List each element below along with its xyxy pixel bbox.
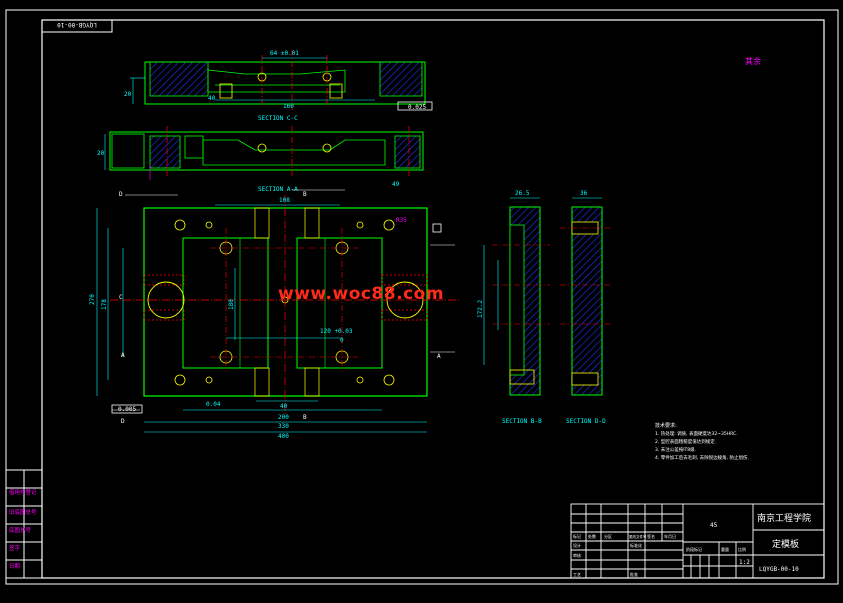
title-row-label-6: 年月日 xyxy=(664,533,676,539)
section-a-a-view xyxy=(104,126,424,180)
r35-annotation: R35 xyxy=(396,217,407,224)
section-d-d-label: SECTION D-D xyxy=(566,418,606,425)
left-strip-1: 借用件登记 xyxy=(9,488,37,496)
dim-160: 160 xyxy=(283,103,294,110)
title-approve: 批准 xyxy=(630,571,638,577)
dim-178: 178 xyxy=(101,299,108,310)
tech-notes-title: 技术要求: xyxy=(655,422,677,429)
plan-view xyxy=(96,189,460,433)
left-strip-3: 底图总号 xyxy=(9,526,32,534)
dim-64: 64 ±0.01 xyxy=(270,50,299,57)
dim-26: 26.5 xyxy=(515,190,530,197)
dim-flat: 0.005 xyxy=(118,406,136,413)
dim-400: 400 xyxy=(278,433,289,440)
section-a-marker-right: A xyxy=(437,353,441,360)
title-design: 设计 xyxy=(573,542,581,548)
title-block xyxy=(570,503,825,579)
dim-40: 40 xyxy=(208,95,216,102)
dim-tol: 0.04 xyxy=(206,401,221,408)
left-strip-2: 旧底图总号 xyxy=(9,508,37,516)
section-b-marker-top: B xyxy=(303,191,307,198)
title-review: 审核 xyxy=(573,552,581,558)
dim-180: 180 xyxy=(228,299,235,310)
dim-172: 172.2 xyxy=(477,300,484,318)
section-c-marker: C xyxy=(119,294,123,301)
section-c-c-label: SECTION C-C xyxy=(258,115,298,122)
dim-49: 49 xyxy=(392,181,400,188)
title-drawing-number: LQYGB-00-10 xyxy=(759,566,799,573)
title-standard: 标准化 xyxy=(630,542,642,548)
left-strip-4: 签字 xyxy=(9,544,21,552)
dim-330: 330 xyxy=(278,423,289,430)
tech-note-1: 1. 热处理: 调质, 表面硬度达32~35HRC. xyxy=(655,430,738,437)
tol-flatness: 0.025 xyxy=(408,104,426,111)
section-d-marker-bottom: D xyxy=(121,418,125,425)
section-b-b-label: SECTION B-B xyxy=(502,418,542,425)
dim-36: 36 xyxy=(580,190,588,197)
title-school: 南京工程学院 xyxy=(757,512,811,524)
material-note: 其余 xyxy=(745,56,761,66)
dim-270: 270 xyxy=(89,294,96,305)
title-stage: 阶段标记 xyxy=(686,546,702,552)
tech-note-4: 4. 零件加工后去毛刺, 去除锐边棱角, 防止划伤. xyxy=(655,454,749,461)
section-d-marker: D xyxy=(119,191,123,198)
section-c-c-view xyxy=(130,50,433,111)
dim-120: 120 +0.03 xyxy=(320,328,353,335)
drawing-number-rotated: LQYGB-00-10 xyxy=(57,21,97,28)
tech-note-3: 3. 未注公差按IT8级. xyxy=(655,446,696,453)
title-row-label-2: 处数 xyxy=(588,533,596,539)
dim-30: 20 xyxy=(97,150,105,157)
title-material: 45 xyxy=(710,522,718,529)
left-strip xyxy=(5,469,43,579)
title-row-label-1: 标记 xyxy=(573,533,581,539)
title-craft: 工艺 xyxy=(573,572,581,577)
drawing-frame xyxy=(5,9,839,585)
dim-0: 0 xyxy=(340,337,344,344)
left-strip-5: 日期 xyxy=(9,563,21,570)
dim-40-bottom: 40 xyxy=(280,403,288,410)
title-scale: 1:2 xyxy=(739,559,750,566)
title-row-label-4: 更改文件号 xyxy=(629,534,647,539)
section-d-d-view xyxy=(560,197,612,396)
title-row-label-5: 签名 xyxy=(647,533,655,539)
title-part-name: 定模板 xyxy=(772,538,799,550)
section-b-b-view xyxy=(483,197,550,396)
dim-108: 108 xyxy=(279,197,290,204)
section-a-a-label: SECTION A-A xyxy=(258,186,298,193)
section-a-marker-left: A xyxy=(121,352,125,359)
dim-200: 200 xyxy=(278,414,289,421)
title-row-label-3: 分区 xyxy=(604,533,612,539)
dim-20: 20 xyxy=(124,91,132,98)
tech-note-2: 2. 型腔表面粗糙度值达到规定. xyxy=(655,438,716,445)
title-weight: 重量 xyxy=(721,546,729,552)
section-b-marker-bottom: B xyxy=(303,414,307,421)
title-ratio: 比例 xyxy=(738,546,746,552)
